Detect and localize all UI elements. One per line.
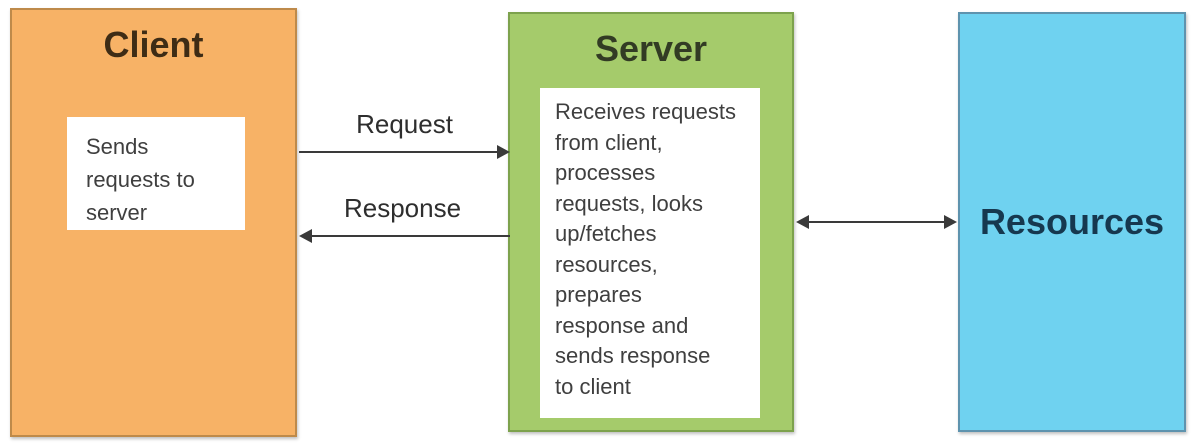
arrowhead-right-icon <box>497 145 510 159</box>
response-arrow-label: Response <box>343 193 462 223</box>
arrowhead-right-icon <box>944 215 957 229</box>
request-arrow-label: Request <box>356 109 453 139</box>
client-node-title: Client <box>103 24 204 65</box>
arrowhead-left-icon <box>796 215 809 229</box>
server-description-box: Receives requests from client, processes… <box>540 88 760 418</box>
server-resources-arrow <box>796 215 957 229</box>
request-arrow <box>299 145 510 159</box>
resources-node: Resources <box>958 12 1186 432</box>
response-arrow <box>299 229 510 243</box>
server-node-title: Server <box>594 28 708 69</box>
client-description-box: Sends requests to server <box>67 117 245 230</box>
resources-node-title: Resources <box>979 201 1165 242</box>
arrowhead-left-icon <box>299 229 312 243</box>
